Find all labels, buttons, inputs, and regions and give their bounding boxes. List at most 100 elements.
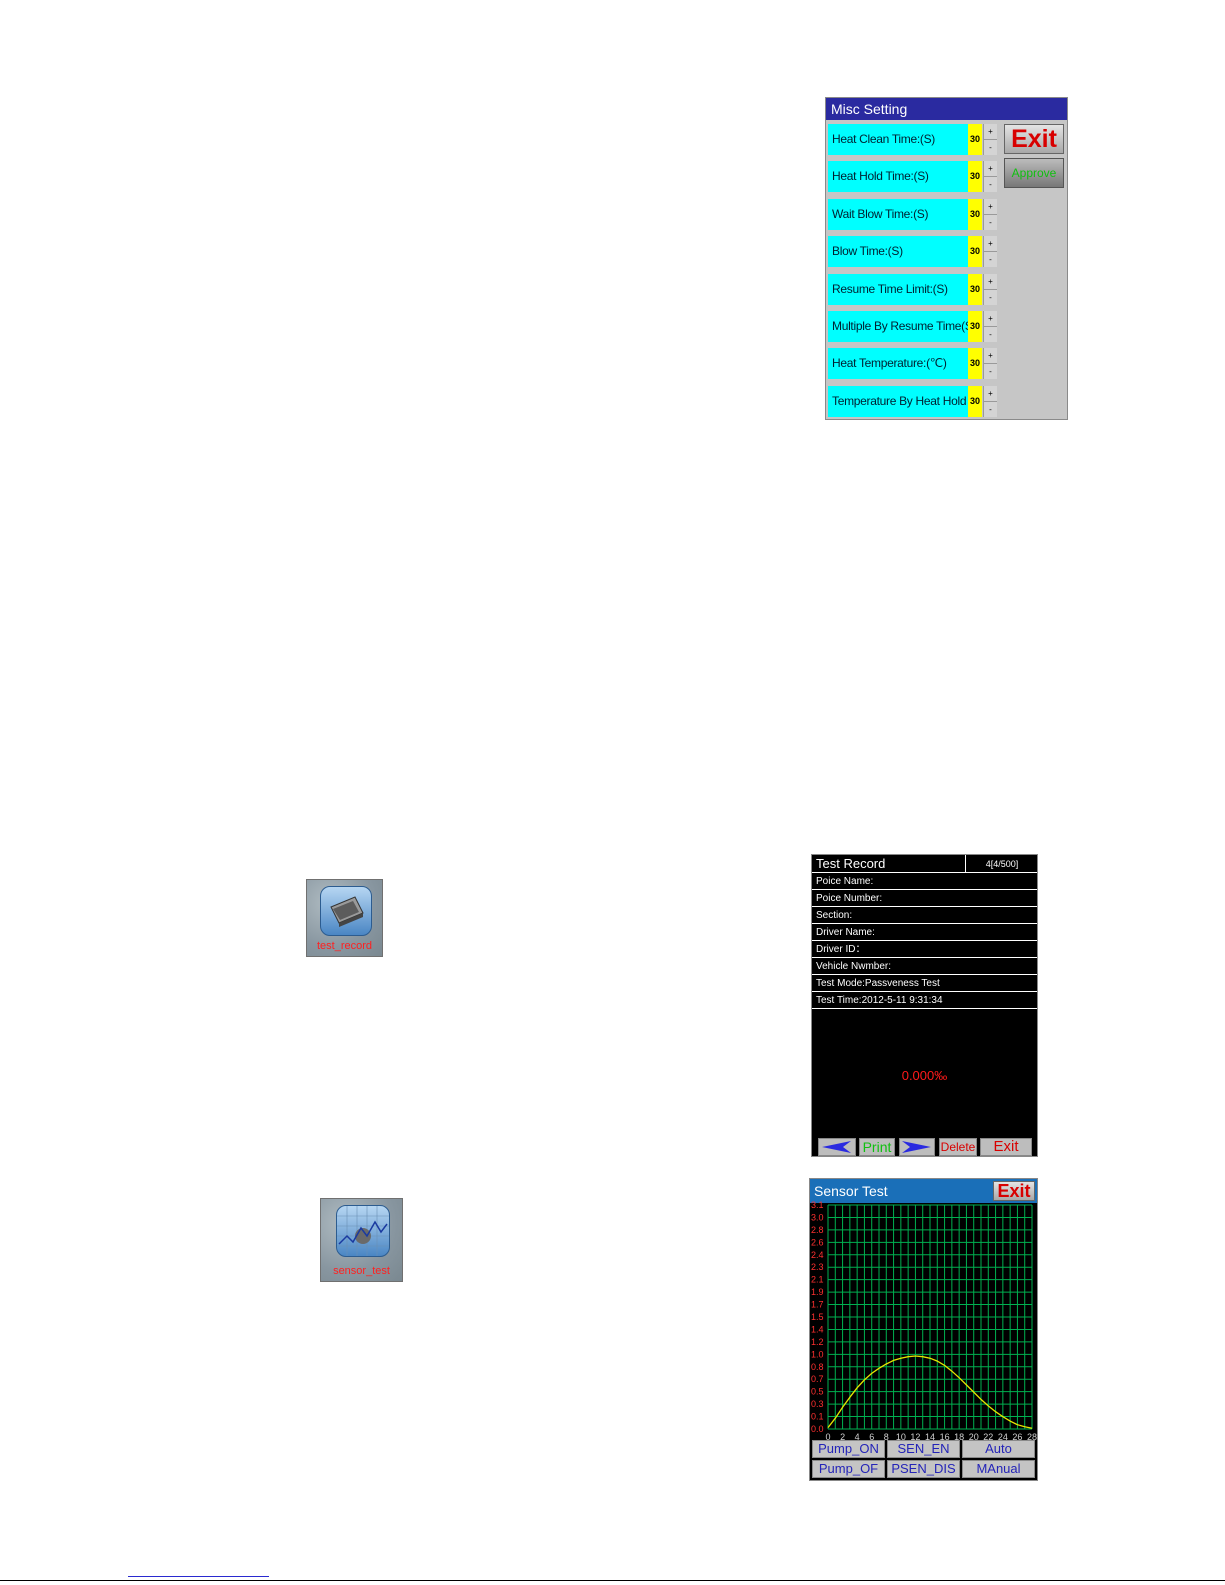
test-record-icon-caption: test_record <box>316 940 373 952</box>
decrement-button[interactable]: - <box>989 292 992 302</box>
x-tick-label: 26 <box>1012 1432 1022 1442</box>
setting-value[interactable]: 30 <box>968 385 982 417</box>
print-button[interactable]: Print <box>859 1138 895 1156</box>
setting-label: Wait Blow Time:(S) <box>828 198 968 230</box>
footer-link-underline <box>128 1576 269 1577</box>
setting-stepper: +- <box>983 198 997 230</box>
right-arrow-icon <box>902 1141 931 1153</box>
previous-record-button[interactable] <box>818 1138 856 1156</box>
record-field: Test Mode:Passveness Test <box>812 976 1037 992</box>
x-tick-label: 22 <box>983 1432 993 1442</box>
x-tick-label: 24 <box>998 1432 1008 1442</box>
x-tick-label: 14 <box>925 1432 935 1442</box>
setting-label: Multiple By Resume Time(S <box>828 311 973 342</box>
record-field: Driver Name: <box>812 925 1037 941</box>
record-counter: 4[4/500] <box>965 855 1038 873</box>
decrement-button[interactable]: - <box>989 217 992 227</box>
y-tick-label: 1.2 <box>811 1337 824 1347</box>
setting-label: Heat Clean Time:(S) <box>828 124 968 155</box>
setting-row: Wait Blow Time:(S)30+- <box>828 198 997 230</box>
decrement-button[interactable]: - <box>989 255 992 265</box>
setting-label: Blow Time:(S) <box>828 236 968 268</box>
sensor-control-button[interactable]: MAnual <box>962 1460 1035 1478</box>
sensor-control-button[interactable]: Pump_ON <box>812 1440 885 1458</box>
setting-value[interactable]: 30 <box>968 161 982 193</box>
x-tick-label: 12 <box>910 1432 920 1442</box>
increment-button[interactable]: + <box>984 348 997 365</box>
y-tick-label: 0.7 <box>811 1374 824 1384</box>
record-exit-button[interactable]: Exit <box>980 1138 1032 1156</box>
next-record-button[interactable] <box>899 1138 935 1156</box>
setting-value[interactable]: 30 <box>968 311 982 342</box>
y-tick-label: 0.0 <box>811 1424 824 1434</box>
y-tick-label: 1.4 <box>811 1324 824 1334</box>
setting-value[interactable]: 30 <box>968 124 982 155</box>
increment-button[interactable]: + <box>984 124 997 140</box>
sensor-test-app-icon[interactable]: sensor_test <box>320 1198 403 1282</box>
y-tick-label: 3.0 <box>811 1212 824 1222</box>
x-tick-label: 20 <box>969 1432 979 1442</box>
setting-row: Heat Clean Time:(S)30+ - <box>828 124 997 155</box>
y-tick-label: 2.3 <box>811 1262 824 1272</box>
sensor-control-button[interactable]: PSEN_DIS <box>887 1460 960 1478</box>
misc-exit-button[interactable]: Exit <box>1004 124 1064 154</box>
increment-button[interactable]: + <box>984 386 997 402</box>
sensor-control-button[interactable]: Pump_OF <box>812 1460 885 1478</box>
decrement-button[interactable]: - <box>989 330 992 339</box>
sensor-control-button[interactable]: SEN_EN <box>887 1440 960 1458</box>
y-tick-label: 0.1 <box>811 1412 824 1422</box>
decrement-button[interactable]: - <box>989 367 992 377</box>
sensor-chart: 0.00.10.30.50.70.81.01.21.41.51.71.92.12… <box>811 1200 1037 1442</box>
delete-button[interactable]: Delete <box>939 1138 977 1156</box>
setting-value[interactable]: 30 <box>968 198 982 230</box>
setting-stepper: +- <box>983 161 997 193</box>
decrement-button[interactable]: - <box>989 180 992 190</box>
x-tick-label: 2 <box>840 1432 845 1442</box>
sensor-control-button[interactable]: Auto <box>962 1440 1035 1458</box>
sensor-exit-button[interactable]: Exit <box>993 1181 1035 1201</box>
x-tick-label: 6 <box>869 1432 874 1442</box>
y-tick-label: 0.5 <box>811 1387 824 1397</box>
y-tick-label: 2.6 <box>811 1237 824 1247</box>
page-footer-rule <box>0 1580 1225 1581</box>
increment-button[interactable]: + <box>984 161 997 178</box>
x-tick-label: 4 <box>855 1432 860 1442</box>
y-tick-label: 1.0 <box>811 1349 824 1359</box>
y-tick-label: 1.7 <box>811 1300 824 1310</box>
record-field: Poice Number: <box>812 891 1037 907</box>
setting-label: Heat Temperature:(℃) <box>828 348 968 380</box>
setting-value[interactable]: 30 <box>968 236 982 268</box>
increment-button[interactable]: + <box>984 236 997 253</box>
record-field: Driver ID： <box>812 942 1037 958</box>
x-tick-label: 16 <box>940 1432 950 1442</box>
y-tick-label: 3.1 <box>811 1200 824 1210</box>
alcohol-reading: 0.000‰ <box>901 1068 948 1083</box>
increment-button[interactable]: + <box>984 311 997 327</box>
setting-value[interactable]: 30 <box>968 273 982 305</box>
y-tick-label: 0.3 <box>811 1399 824 1409</box>
setting-value[interactable]: 30 <box>968 348 982 380</box>
record-field: Test Time:2012-5-11 9:31:34 <box>812 993 1037 1009</box>
setting-stepper: +- <box>983 273 997 305</box>
y-tick-label: 2.4 <box>811 1250 824 1260</box>
setting-row: Resume Time Limit:(S)30+- <box>828 273 997 305</box>
x-tick-label: 0 <box>825 1432 830 1442</box>
test-record-app-icon[interactable]: test_record <box>306 879 383 957</box>
test-record-title: Test Record <box>812 855 1037 873</box>
y-tick-label: 0.8 <box>811 1362 824 1372</box>
setting-row: Heat Hold Time:(S)30+- <box>828 161 997 193</box>
increment-button[interactable]: + <box>984 274 997 290</box>
sensor-waveform-icon <box>336 1205 390 1257</box>
decrement-button[interactable]: - <box>989 143 992 152</box>
y-tick-label: 2.8 <box>811 1225 824 1235</box>
test-record-panel: Test Record 4[4/500] Poice Name:Poice Nu… <box>811 854 1038 1157</box>
record-field: Poice Name: <box>812 874 1037 890</box>
decrement-button[interactable]: - <box>989 404 992 414</box>
setting-stepper: +- <box>983 236 997 268</box>
setting-row: Heat Temperature:(℃)30+ - <box>828 348 997 380</box>
increment-button[interactable]: + <box>984 199 997 215</box>
setting-label: Temperature By Heat Hold <box>828 385 968 417</box>
misc-approve-button[interactable]: Approve <box>1004 158 1064 188</box>
